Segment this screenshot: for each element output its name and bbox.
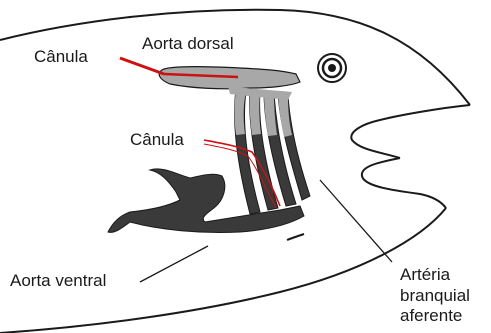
label-aorta-ventral: Aorta ventral: [10, 271, 106, 292]
fish-snout-outline: [351, 105, 470, 158]
cannula-top-line: [120, 58, 164, 74]
label-canula-top: Cânula: [34, 47, 88, 68]
label-arteria-line-2: branquial: [400, 286, 470, 307]
pointer-arteria-branquial: [320, 180, 392, 262]
label-canula-mid: Cânula: [130, 130, 184, 151]
label-arteria-line-1: Artéria: [400, 265, 470, 286]
fish-mouth-outline: [362, 158, 446, 208]
gill-arches: [235, 90, 311, 214]
label-aorta-dorsal: Aorta dorsal: [142, 34, 234, 55]
label-arteria-line-3: aferente: [400, 306, 470, 327]
fish-gill-slit: [287, 234, 304, 240]
eye-icon: [318, 54, 346, 82]
pointer-aorta-ventral: [140, 246, 208, 282]
label-arteria-branquial-aferente: Artéria branquial aferente: [400, 265, 470, 327]
